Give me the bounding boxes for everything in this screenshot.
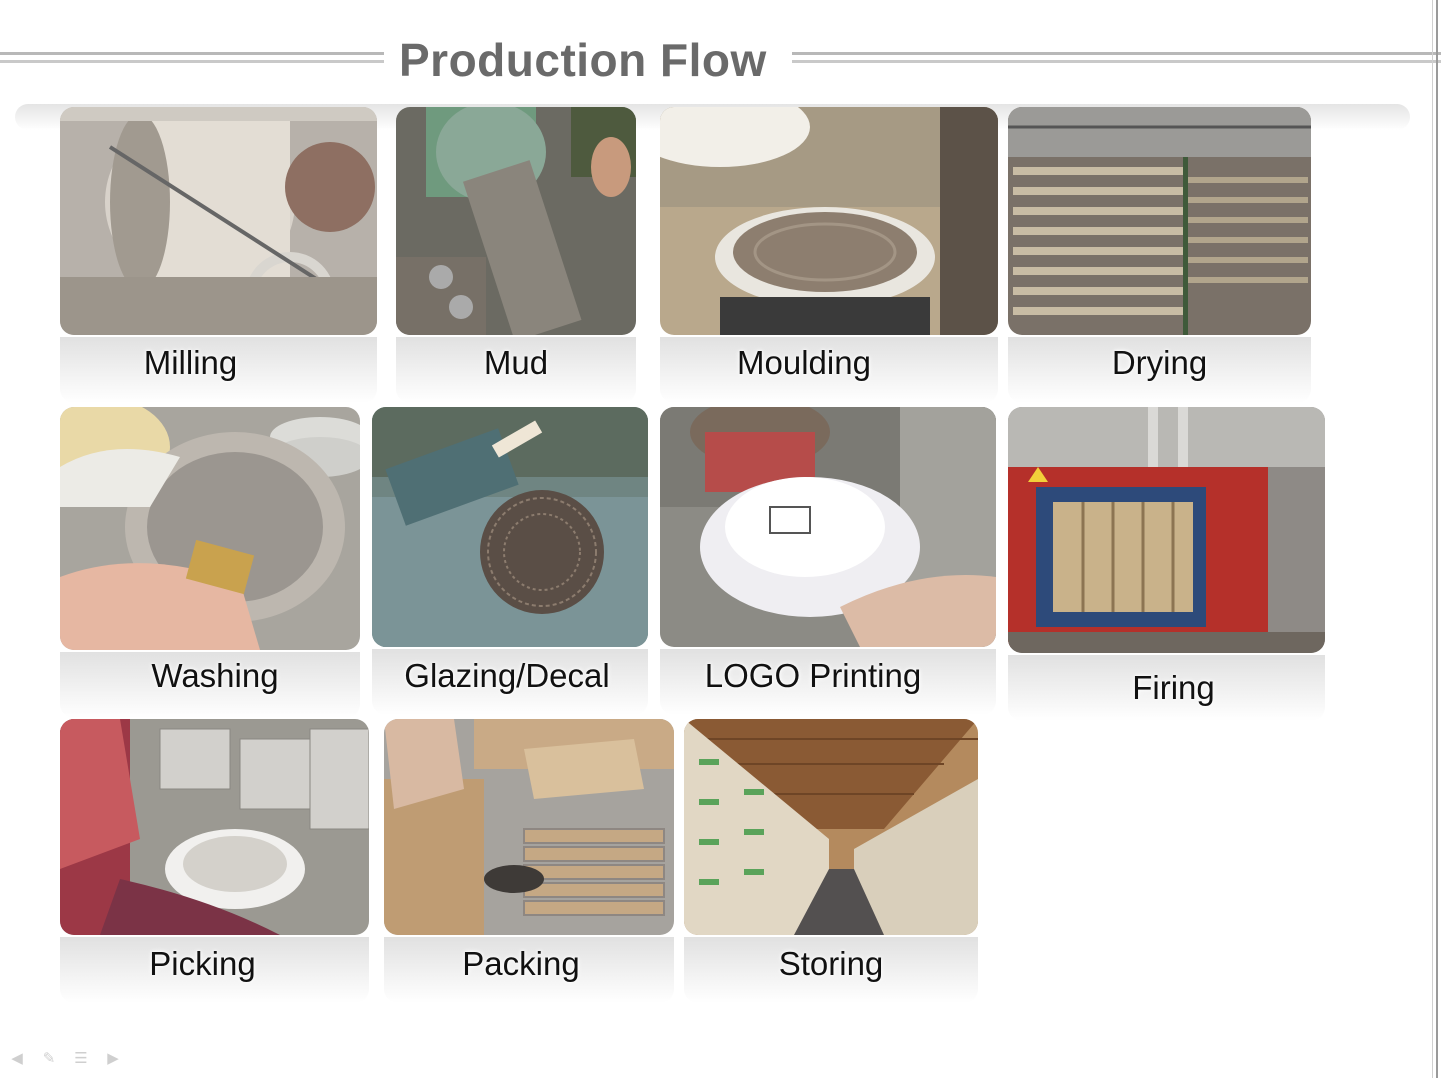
firing-photo xyxy=(1008,407,1325,653)
mud-reflection xyxy=(396,337,636,403)
storing-label: Storing xyxy=(778,945,884,982)
page-title: Production Flow xyxy=(399,34,767,86)
packing-reflection xyxy=(384,937,674,1003)
glazing-photo xyxy=(372,407,648,647)
moulding-photo xyxy=(660,107,998,335)
slide-edge xyxy=(1436,0,1438,1078)
drying-reflection xyxy=(1008,337,1311,403)
glazing-label: Glazing/Decal xyxy=(404,657,610,694)
washing-photo xyxy=(60,407,360,650)
logo-printing-reflection xyxy=(660,649,996,715)
packing-label: Packing xyxy=(462,945,580,982)
moulding-label: Moulding xyxy=(737,344,871,381)
arrow-left-icon[interactable]: ◀ xyxy=(11,1050,23,1067)
pen-icon[interactable]: ✎ xyxy=(42,1050,56,1067)
title-rule-left xyxy=(0,52,384,64)
picking-photo xyxy=(60,719,369,935)
mud-photo xyxy=(396,107,636,335)
washing-label: Washing xyxy=(151,657,279,694)
slideshow-nav: ◀ ✎ ☰ ▶ xyxy=(8,1050,122,1068)
firing-reflection xyxy=(1008,655,1325,721)
drying-photo xyxy=(1008,107,1311,335)
title-rule-right xyxy=(792,52,1441,64)
storing-reflection xyxy=(684,937,978,1003)
milling-reflection xyxy=(60,337,377,403)
storing-photo xyxy=(684,719,978,935)
milling-label: Milling xyxy=(143,344,238,381)
logo-printing-photo xyxy=(660,407,996,647)
slide-edge-line xyxy=(1432,0,1433,1078)
picking-reflection xyxy=(60,937,369,1003)
firing-label: Firing xyxy=(1132,669,1215,706)
arrow-right-icon[interactable]: ▶ xyxy=(107,1050,119,1067)
picking-label: Picking xyxy=(149,945,256,982)
moulding-reflection xyxy=(660,337,998,403)
drying-label: Drying xyxy=(1111,344,1208,381)
washing-reflection xyxy=(60,652,360,718)
glazing-reflection xyxy=(372,649,648,715)
menu-icon[interactable]: ☰ xyxy=(74,1050,88,1067)
logo-printing-label: LOGO Printing xyxy=(704,657,922,694)
mud-label: Mud xyxy=(483,344,549,381)
packing-photo xyxy=(384,719,674,935)
milling-photo xyxy=(60,107,377,335)
